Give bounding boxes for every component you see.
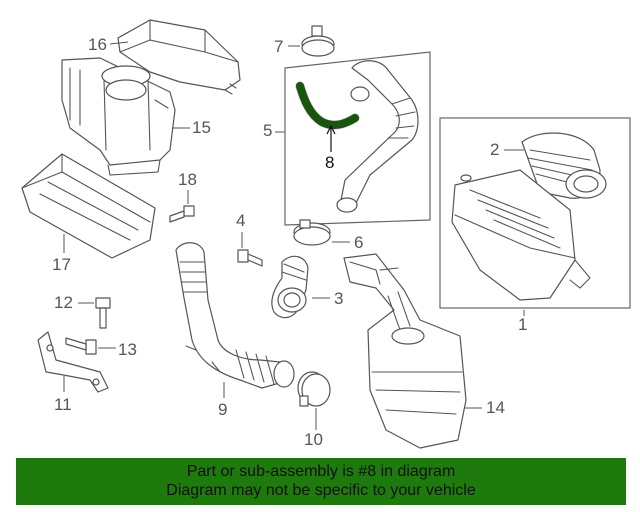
part-11-bracket[interactable]	[37, 331, 109, 393]
part-18-bolt[interactable]	[169, 205, 195, 223]
part-10-hose-clamp[interactable]	[297, 371, 331, 407]
callout-15: 15	[192, 118, 211, 137]
part-16-air-cleaner-cover[interactable]	[117, 19, 241, 95]
notice-banner: Part or sub-assembly is #8 in diagram Di…	[16, 458, 626, 505]
callout-8: 8	[325, 153, 334, 172]
part-9-intake-pipe[interactable]	[175, 242, 295, 389]
callout-18: 18	[178, 170, 197, 189]
callout-14: 14	[486, 398, 505, 417]
parts-diagram: 16 15 17 18 7 5	[21, 19, 631, 449]
callout-5: 5	[263, 121, 272, 140]
part-14-resonator[interactable]	[343, 253, 467, 449]
part-4-bolt[interactable]	[237, 249, 263, 267]
part-7-hose-clamp[interactable]	[301, 25, 335, 57]
part-12-bolt[interactable]	[95, 297, 111, 329]
callout-12: 12	[54, 293, 73, 312]
callout-3: 3	[334, 289, 343, 308]
part-15-air-duct-housing[interactable]	[61, 57, 176, 176]
part-8-breather-hose[interactable]	[295, 81, 360, 130]
part-1-group-box	[439, 117, 631, 309]
callout-11: 11	[54, 395, 72, 414]
callout-7: 7	[274, 37, 283, 56]
callout-10: 10	[304, 430, 323, 449]
part-6-hose-clamp[interactable]	[293, 219, 331, 246]
callout-16: 16	[88, 35, 107, 54]
part-17-intake-duct[interactable]	[21, 153, 156, 259]
part-2-air-filter[interactable]	[521, 132, 607, 199]
callout-13: 13	[118, 340, 137, 359]
part-5-group-box	[284, 51, 431, 226]
callout-4: 4	[236, 211, 245, 230]
callout-1: 1	[518, 315, 527, 334]
part-1-air-cleaner-housing[interactable]	[451, 169, 591, 301]
banner-line-2: Diagram may not be specific to your vehi…	[166, 482, 476, 499]
callout-17: 17	[52, 255, 71, 274]
callout-8-arrowhead	[326, 124, 336, 135]
part-13-bolt[interactable]	[65, 337, 97, 355]
part-5-air-hose[interactable]	[336, 60, 419, 213]
part-3-connector-hose[interactable]	[271, 255, 309, 319]
callout-2: 2	[490, 140, 499, 159]
banner-line-1: Part or sub-assembly is #8 in diagram	[186, 463, 456, 480]
callout-6: 6	[354, 233, 363, 252]
callout-9: 9	[218, 400, 227, 419]
